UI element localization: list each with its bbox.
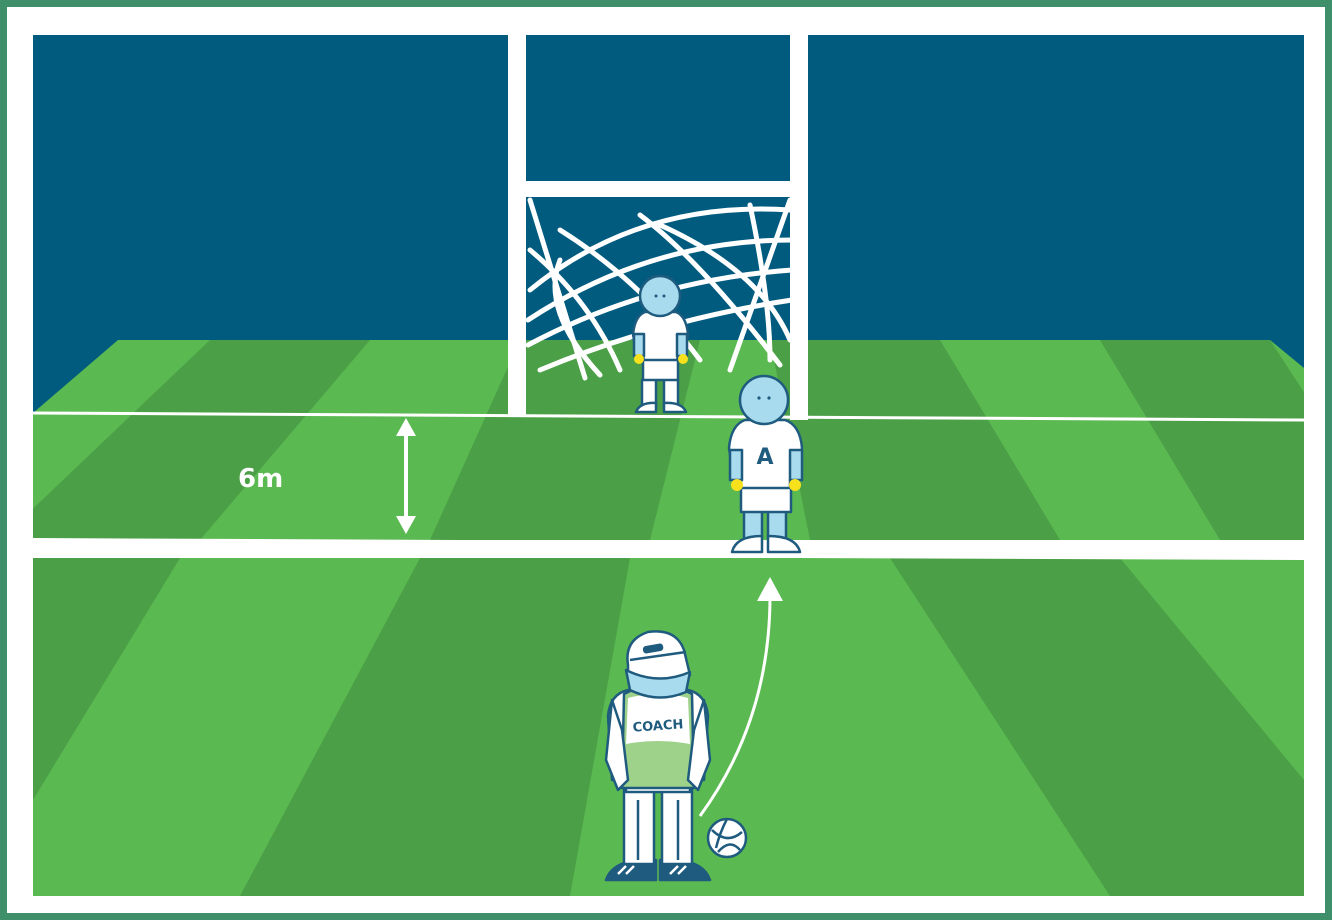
distance-label: 6m bbox=[238, 464, 283, 494]
six-meter-line bbox=[33, 538, 1304, 560]
player-a-jersey-letter: A bbox=[756, 445, 773, 470]
football-icon bbox=[708, 819, 746, 857]
